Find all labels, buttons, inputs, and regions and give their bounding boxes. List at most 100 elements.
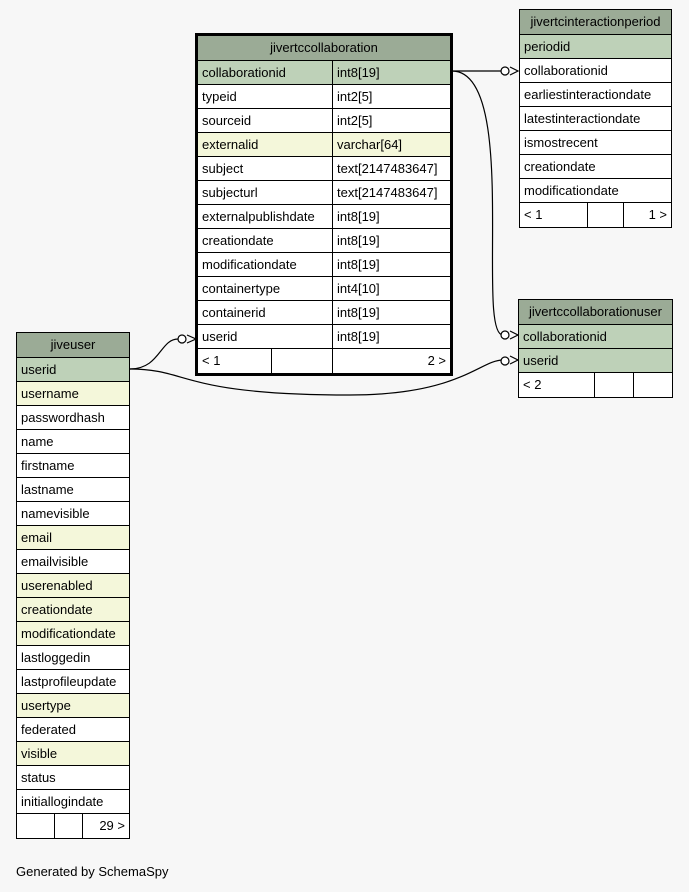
column-name[interactable]: modificationdate [21,626,116,641]
cardinality-circle [500,330,510,340]
column-name[interactable]: emailvisible [21,554,89,569]
table-row[interactable]: containerid int8[19] [198,301,450,325]
cardinality-circle [500,356,510,366]
table-title[interactable]: jivertcinteractionperiod [520,10,671,35]
table-title[interactable]: jiveuser [17,333,129,358]
table-row[interactable]: name [17,430,129,454]
column-name[interactable]: containerid [202,305,266,320]
table-row[interactable]: username [17,382,129,406]
table-row[interactable]: firstname [17,454,129,478]
column-name[interactable]: usertype [21,698,71,713]
column-name[interactable]: typeid [202,89,237,104]
column-name[interactable]: federated [21,722,76,737]
column-name[interactable]: collaborationid [524,63,608,78]
column-name[interactable]: visible [21,746,58,761]
column-name[interactable]: subjecturl [202,185,258,200]
column-name[interactable]: userid [523,353,559,368]
table-row[interactable]: latestinteractiondate [520,107,671,131]
column-name[interactable]: username [21,386,79,401]
table-jivertccollaborationuser[interactable]: jivertccollaborationuser collaborationid… [518,299,673,398]
table-row[interactable]: creationdate [520,155,671,179]
parents-count[interactable]: < 1 [524,207,543,222]
table-row[interactable]: modificationdate [520,179,671,203]
column-name[interactable]: firstname [21,458,75,473]
children-count[interactable]: 1 > [623,203,671,227]
table-row[interactable]: userenabled [17,574,129,598]
table-row[interactable]: earliestinteractiondate [520,83,671,107]
column-name[interactable]: email [21,530,53,545]
column-name[interactable]: creationdate [202,233,274,248]
cardinality-circle [500,66,510,76]
table-row[interactable]: initiallogindate [17,790,129,814]
column-name[interactable]: collaborationid [202,65,286,80]
generated-by-caption[interactable]: Generated by SchemaSpy [16,864,169,879]
column-name[interactable]: earliestinteractiondate [524,87,652,102]
column-name[interactable]: initiallogindate [21,794,104,809]
column-name[interactable]: collaborationid [523,329,607,344]
parents-count[interactable]: < 1 [202,353,221,368]
column-name[interactable]: lastname [21,482,74,497]
table-row[interactable]: lastloggedin [17,646,129,670]
column-name[interactable]: externalpublishdate [202,209,315,224]
column-name[interactable]: latestinteractiondate [524,111,641,126]
column-name[interactable]: periodid [524,39,571,54]
column-name[interactable]: status [21,770,56,785]
column-name[interactable]: modificationdate [524,183,619,198]
table-title[interactable]: jivertccollaborationuser [519,300,672,325]
column-name[interactable]: lastloggedin [21,650,91,665]
column-name[interactable]: namevisible [21,506,90,521]
column-name[interactable]: creationdate [21,602,93,617]
table-row[interactable]: collaborationid [519,325,672,349]
column-name[interactable]: userid [202,329,238,344]
table-row[interactable]: federated [17,718,129,742]
table-row[interactable]: lastprofileupdate [17,670,129,694]
table-row[interactable]: modificationdate [17,622,129,646]
children-count[interactable]: 29 > [82,814,129,838]
table-title[interactable]: jivertccollaboration [198,36,450,61]
table-row[interactable]: ismostrecent [520,131,671,155]
column-name[interactable]: ismostrecent [524,135,598,150]
column-name[interactable]: modificationdate [202,257,297,272]
column-name[interactable]: userenabled [21,578,93,593]
table-row[interactable]: email [17,526,129,550]
table-row[interactable]: usertype [17,694,129,718]
column-name[interactable]: sourceid [202,113,252,128]
column-type: int8[19] [332,301,450,324]
table-row[interactable]: namevisible [17,502,129,526]
children-count[interactable]: 2 > [332,349,450,373]
column-name[interactable]: creationdate [524,159,596,174]
column-name[interactable]: containertype [202,281,281,296]
table-row[interactable]: lastname [17,478,129,502]
table-row[interactable]: periodid [520,35,671,59]
table-row[interactable]: passwordhash [17,406,129,430]
parents-count[interactable]: < 2 [523,377,542,392]
table-jivertcinteractionperiod[interactable]: jivertcinteractionperiod periodid collabo… [519,9,672,228]
column-name[interactable]: name [21,434,54,449]
table-row[interactable]: creationdate [17,598,129,622]
table-row[interactable]: userid [17,358,129,382]
table-row[interactable]: userid [519,349,672,373]
children-count[interactable] [633,373,672,397]
column-name[interactable]: lastprofileupdate [21,674,117,689]
table-jiveuser[interactable]: jiveuser userid username passwordhash name f… [16,332,130,839]
table-row[interactable]: visible [17,742,129,766]
column-name[interactable]: passwordhash [21,410,105,425]
column-name[interactable]: externalid [202,137,259,152]
table-row[interactable]: emailvisible [17,550,129,574]
table-row[interactable]: status [17,766,129,790]
table-row[interactable]: collaborationid [520,59,671,83]
column-name[interactable]: subject [202,161,244,176]
column-name[interactable]: userid [21,362,57,377]
